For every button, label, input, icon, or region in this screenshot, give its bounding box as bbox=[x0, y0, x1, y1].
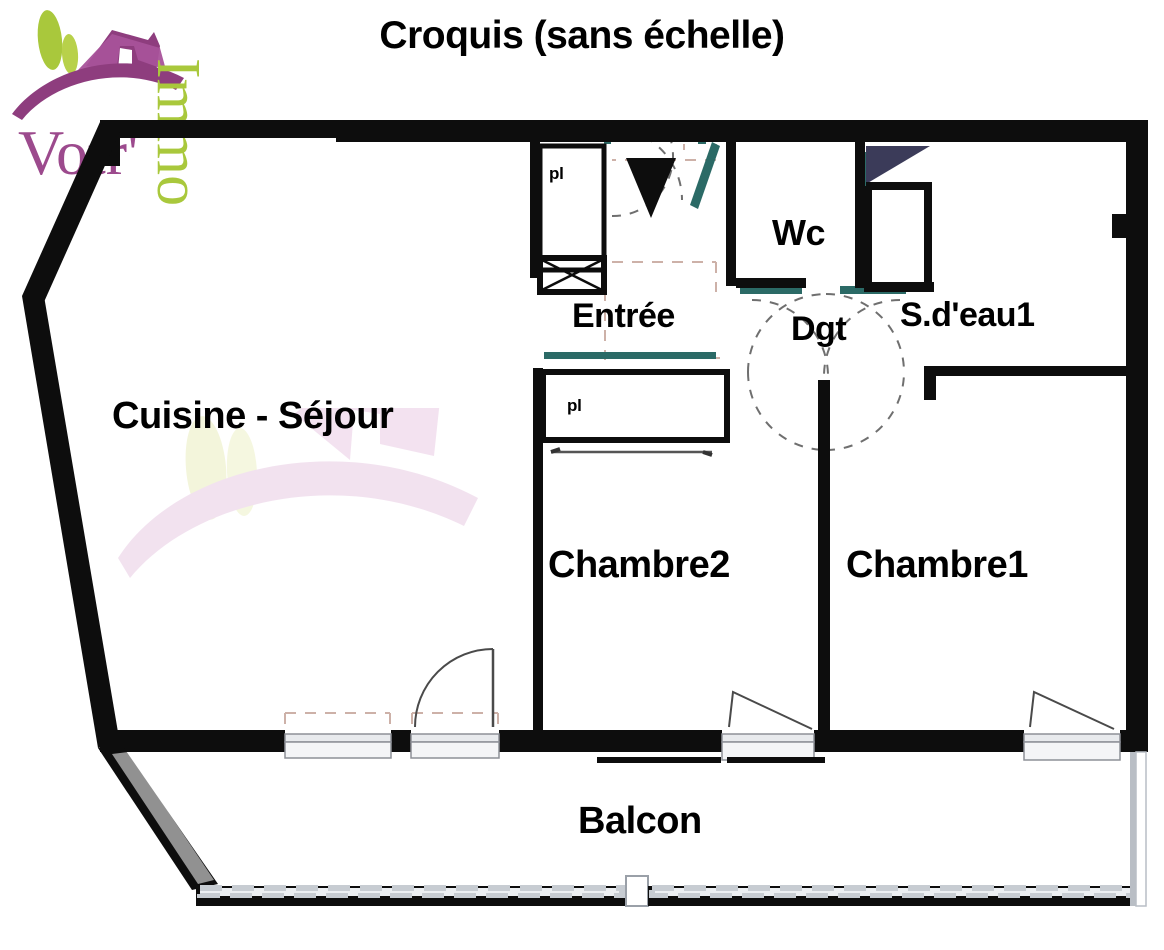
door-swing-chambre2 bbox=[728, 690, 813, 730]
window-sejour-2-sill bbox=[410, 741, 500, 759]
room-label-entree: Entrée bbox=[572, 297, 675, 335]
wall-sejour-chambre2 bbox=[533, 368, 543, 736]
page-title: Croquis (sans échelle) bbox=[379, 14, 785, 57]
closet-entree-folding-doors bbox=[537, 255, 607, 295]
wall-wc-bottom bbox=[736, 278, 806, 288]
balcony-glass-bottom-right bbox=[652, 888, 1136, 896]
wall-top-left bbox=[100, 120, 336, 138]
room-label-wc: Wc bbox=[772, 212, 826, 253]
balcony-edge-right bbox=[1135, 751, 1147, 907]
wall-sdeau-bottom-left bbox=[864, 282, 934, 292]
room-label-cuisine-sejour: Cuisine - Séjour bbox=[112, 395, 394, 437]
window-chambre1 bbox=[1023, 733, 1121, 743]
balcony-rail-right bbox=[1130, 752, 1138, 906]
wall-left-slanted bbox=[22, 296, 120, 748]
window-sejour-1 bbox=[284, 733, 392, 743]
wall-right-main bbox=[1126, 238, 1148, 752]
wall-right-upper bbox=[1126, 120, 1148, 230]
shower-edge bbox=[866, 182, 932, 190]
wall-entree-dgt bbox=[726, 136, 736, 286]
door-swing-chambre1 bbox=[1029, 690, 1115, 730]
wall-bottom-apartment bbox=[100, 730, 1148, 752]
door-swing-sejour bbox=[414, 648, 494, 728]
window-sejour-1-sill bbox=[284, 741, 392, 759]
balcony-rail-seg-2 bbox=[727, 757, 825, 763]
wall-sdeau-corner bbox=[924, 366, 936, 400]
balcony-rail-seg-1 bbox=[597, 757, 721, 763]
wall-wc-right bbox=[855, 142, 865, 288]
room-label-sdeau1: S.d'eau1 bbox=[900, 296, 1035, 334]
balcony-glass-left bbox=[112, 752, 214, 884]
closet-entree-outline bbox=[537, 143, 607, 273]
balcony-glass-bottom-left bbox=[200, 888, 622, 896]
wall-entree-left bbox=[530, 130, 540, 278]
room-label-dgt: Dgt bbox=[791, 310, 847, 348]
window-chambre1-sill bbox=[1023, 741, 1121, 761]
wall-left-upper-diagonal bbox=[22, 122, 120, 302]
wall-top-right bbox=[336, 120, 1148, 142]
window-chambre2 bbox=[721, 733, 815, 743]
window-sejour-2 bbox=[410, 733, 500, 743]
closet-chambre2-outline bbox=[540, 369, 730, 443]
wall-sdeau-inner-right bbox=[924, 186, 932, 290]
room-label-balcon: Balcon bbox=[578, 800, 702, 842]
room-label-chambre2: Chambre2 bbox=[548, 544, 730, 586]
closet-label-chambre2: pl bbox=[567, 396, 582, 415]
wall-right-notch bbox=[1112, 214, 1148, 238]
entry-door-marker-icon bbox=[626, 158, 676, 218]
wall-sdeau-inner-left bbox=[864, 186, 872, 286]
wall-chambre2-chambre1 bbox=[818, 380, 830, 732]
balcony-center-post bbox=[625, 875, 649, 907]
room-label-chambre1: Chambre1 bbox=[846, 544, 1028, 586]
wall-sdeau-chambre1 bbox=[932, 366, 1132, 376]
shower-tray-icon bbox=[866, 146, 930, 184]
closet-label-entree: pl bbox=[549, 164, 564, 183]
